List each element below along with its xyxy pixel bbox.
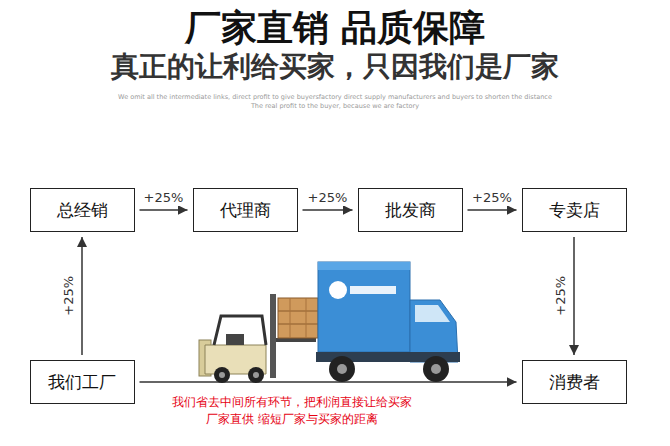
page-title: 厂家直销 品质保障	[0, 6, 670, 49]
note-text: 厂家直供 缩短厂家与买家的距离	[142, 412, 442, 426]
box-text: 批发商	[385, 200, 436, 220]
arrow-connector	[81, 237, 83, 355]
box-text: 代理商	[220, 200, 271, 220]
edge-label: +25%	[142, 190, 186, 206]
arrow-connector	[468, 209, 517, 211]
arrow-connector	[140, 381, 517, 383]
arrow-connector	[573, 237, 575, 355]
edge-label: +25%	[553, 274, 569, 318]
box-text: 我们工厂	[48, 372, 116, 392]
wooden-crate	[278, 298, 318, 338]
arrow-connector	[303, 209, 353, 211]
box-text: 专卖店	[549, 200, 600, 220]
english-note: We omit all the intermediate links, dire…	[0, 94, 670, 102]
edge-label: +25%	[61, 274, 77, 318]
process-box: 批发商	[358, 188, 463, 232]
process-box: 总经销	[30, 188, 135, 232]
process-box: 我们工厂	[30, 360, 135, 404]
process-box: 代理商	[193, 188, 298, 232]
subtitle: 真正的让利给买家，只因我们是厂家	[0, 50, 670, 84]
box-text: 消费者	[549, 372, 600, 392]
note-text: 我们省去中间所有环节，把利润直接让给买家	[142, 395, 442, 409]
process-box: 专卖店	[522, 188, 627, 232]
delivery-truck	[316, 262, 460, 382]
edge-label: +25%	[306, 190, 350, 206]
edge-label: +25%	[470, 190, 514, 206]
arrow-connector	[140, 209, 188, 211]
box-text: 总经销	[57, 200, 108, 220]
english-note: The real profit to the buyer, because we…	[0, 103, 670, 111]
process-box: 消费者	[522, 360, 627, 404]
